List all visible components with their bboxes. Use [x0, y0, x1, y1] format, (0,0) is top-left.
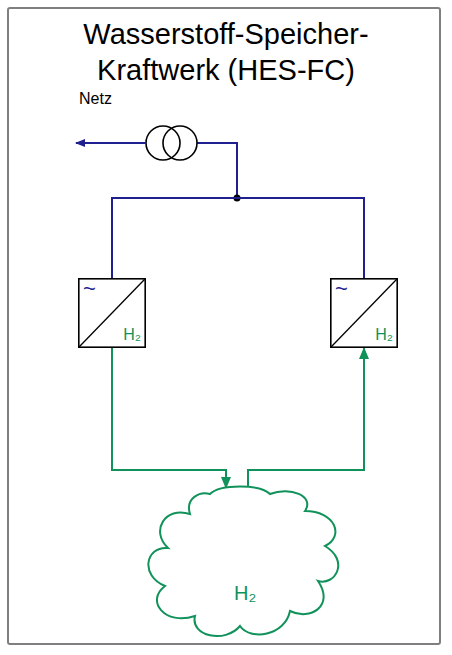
bus-wire: [197, 143, 237, 198]
grid-label: Netz: [79, 90, 112, 108]
ac-bus: [112, 198, 364, 278]
hydrogen-pipe: [248, 348, 364, 488]
ac-symbol: ~: [83, 276, 96, 302]
hydrogen-label: H₂: [375, 326, 393, 344]
hydrogen-cavern: H₂: [140, 486, 350, 644]
hydrogen-label: H₂: [123, 326, 141, 344]
grid-arrow: [76, 142, 146, 144]
title: Wasserstoff-Speicher-Kraftwerk (HES-FC): [26, 16, 426, 88]
converter-box: ~ H₂: [78, 278, 146, 348]
hydrogen-label: H₂: [234, 582, 256, 605]
converter-box: ~ H₂: [330, 278, 398, 348]
cavern-outline: [140, 486, 350, 644]
ac-symbol: ~: [335, 276, 348, 302]
hydrogen-pipe: [112, 348, 226, 488]
transformer-symbol: [163, 126, 197, 160]
